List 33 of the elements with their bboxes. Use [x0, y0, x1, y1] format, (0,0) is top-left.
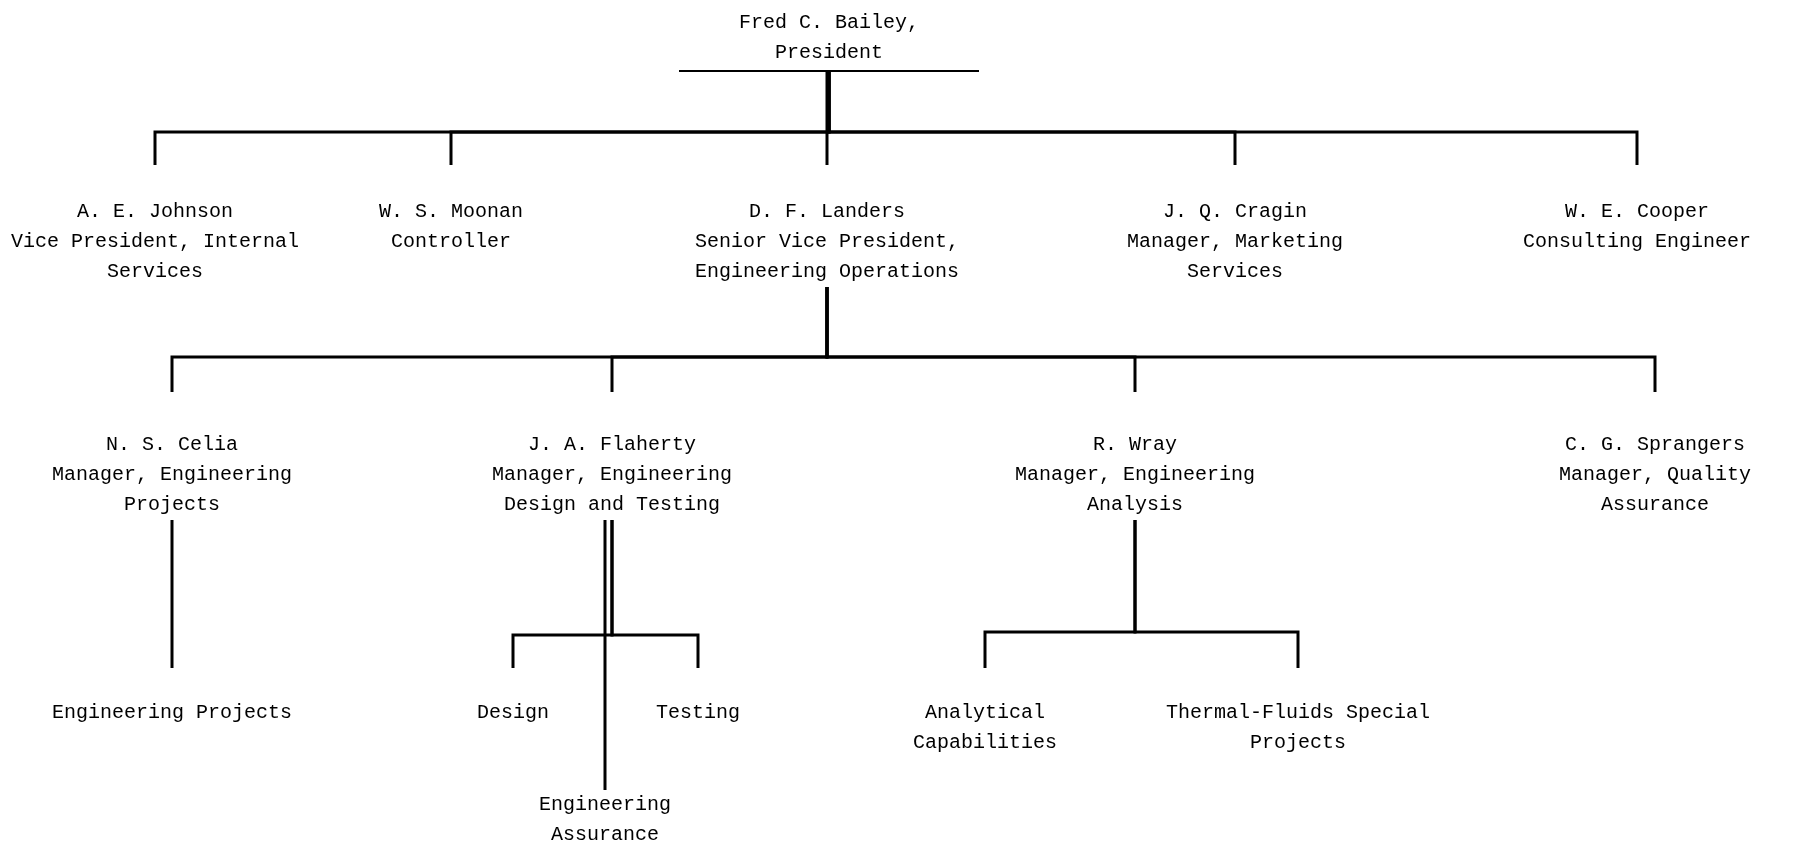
job-title: Manager, Engineering Analysis [1013, 462, 1256, 518]
person-name: W. S. Moonan [379, 199, 523, 225]
connector-line [1133, 520, 1300, 668]
job-title: Vice President, Internal Services [10, 229, 300, 285]
connector-line [827, 72, 1639, 165]
job-title: Consulting Engineer [1522, 229, 1751, 255]
connector-line [603, 520, 607, 790]
unit-name: Engineering Projects [51, 700, 292, 726]
connector-line [170, 520, 174, 668]
person-name: D. F. Landers [749, 199, 905, 225]
connector-line [610, 520, 700, 668]
job-title: Manager, Engineering Projects [50, 462, 293, 518]
job-title: Manager, Quality Assurance [1558, 462, 1752, 518]
person-name: W. E. Cooper [1565, 199, 1709, 225]
person-name: C. G. Sprangers [1565, 432, 1745, 458]
connector-line [825, 287, 1657, 392]
job-title: Senior Vice President, Engineering Operations [693, 229, 960, 285]
person-name: J. A. Flaherty [528, 432, 696, 458]
person-name: R. Wray [1093, 432, 1177, 458]
unit-name: Thermal-Fluids Special Projects [1164, 700, 1431, 756]
connector-line [825, 72, 829, 165]
unit-name: Engineering Assurance [538, 792, 672, 848]
person-name: J. Q. Cragin [1163, 199, 1307, 225]
job-title: Controller [391, 229, 511, 255]
job-title: President [775, 40, 883, 66]
job-title: Manager, Engineering Design and Testing [490, 462, 733, 518]
job-title: Manager, Marketing Services [1125, 229, 1344, 285]
person-name: Fred C. Bailey, [739, 10, 919, 36]
unit-name: Analytical Capabilities [912, 700, 1058, 756]
person-name: A. E. Johnson [77, 199, 233, 225]
unit-name: Testing [656, 700, 740, 726]
unit-name: Design [477, 700, 549, 726]
person-name: N. S. Celia [106, 432, 238, 458]
